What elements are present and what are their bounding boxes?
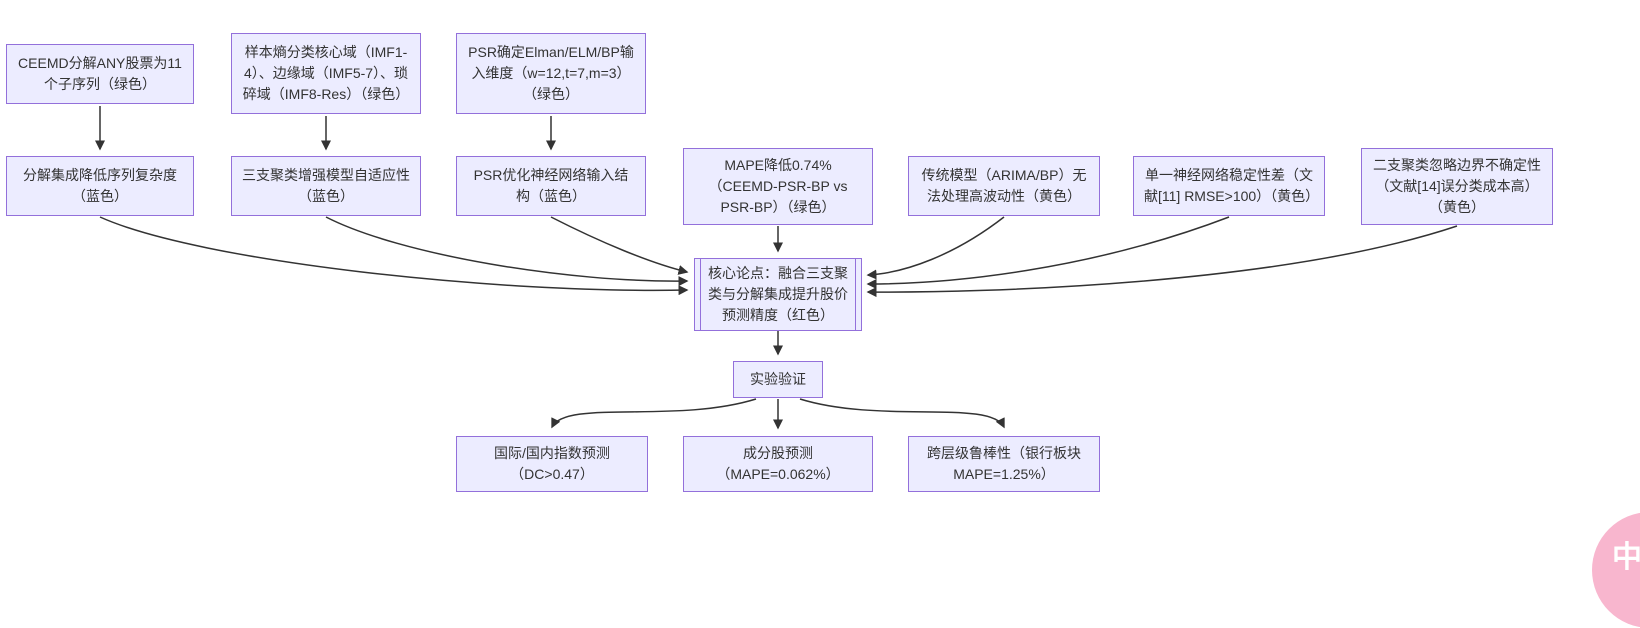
edge-j-k	[866, 225, 1458, 298]
node-ceemd-decompose: CEEMD分解ANY股票为11个子序列（绿色）	[6, 44, 194, 104]
edges-layer	[95, 106, 1458, 430]
node-psr-structure: PSR优化神经网络输入结构（蓝色）	[456, 156, 646, 216]
node-two-way-boundary: 二支聚类忽略边界不确定性（文献[14]误分类成本高）（黄色）	[1361, 148, 1553, 225]
edge-l-o	[799, 398, 1005, 429]
node-single-nn-instability: 单一神经网络稳定性差（文献[11] RMSE>100）（黄色）	[1133, 156, 1325, 216]
node-traditional-models: 传统模型（ARIMA/BP）无法处理高波动性（黄色）	[908, 156, 1100, 216]
translate-icon: 中A	[1612, 541, 1640, 574]
edge-i-k	[866, 216, 1230, 289]
node-psr-input-dim: PSR确定Elman/ELM/BP输入维度（w=12,t=7,m=3）（绿色）	[456, 33, 646, 114]
node-constituent-prediction: 成分股预测（MAPE=0.062%）	[683, 436, 873, 492]
edge-f-k	[550, 216, 689, 275]
edge-l-m	[551, 398, 757, 429]
edge-h-k	[866, 216, 1005, 280]
node-decompose-complexity: 分解集成降低序列复杂度（蓝色）	[6, 156, 194, 216]
node-three-way-adaptivity: 三支聚类增强模型自适应性（蓝色）	[231, 156, 421, 216]
node-cross-level-robustness: 跨层级鲁棒性（银行板块 MAPE=1.25%）	[908, 436, 1100, 492]
node-index-prediction: 国际/国内指数预测（DC>0.47）	[456, 436, 648, 492]
edge-e-k	[325, 216, 689, 287]
edge-d-k	[99, 216, 689, 296]
node-sample-entropy: 样本熵分类核心域（IMF1-4）、边缘域（IMF5-7）、琐碎域（IMF8-Re…	[231, 33, 421, 114]
node-mape-reduction: MAPE降低0.74%（CEEMD-PSR-BP vs PSR-BP）（绿色）	[683, 148, 873, 225]
node-experiment-validation: 实验验证	[733, 361, 823, 398]
node-core-thesis: 核心论点：融合三支聚类与分解集成提升股价预测精度（红色）	[694, 258, 862, 331]
